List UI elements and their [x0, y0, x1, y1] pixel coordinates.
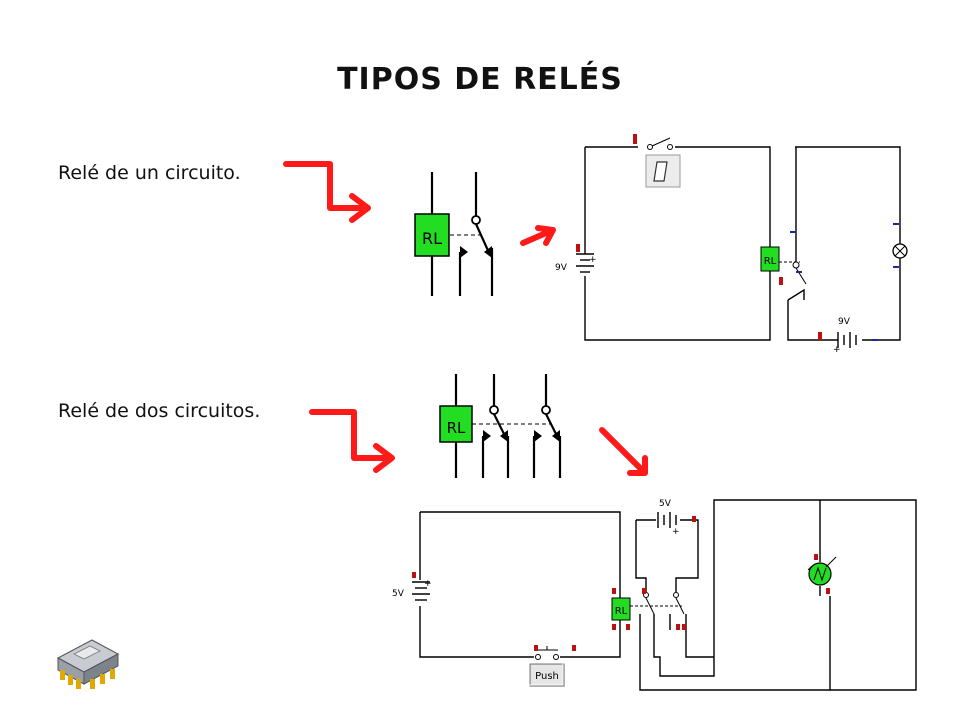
relay-coil-1: RL [760, 246, 780, 272]
svg-text:Push: Push [535, 671, 559, 682]
circuit-double-left: + 5V Push RL [392, 511, 631, 687]
circuit-double-right [807, 500, 837, 596]
svg-text:5V: 5V [392, 589, 405, 599]
push-button[interactable]: Push [528, 662, 565, 687]
svg-text:RL: RL [447, 419, 466, 437]
battery-9v-left: + 9V [555, 244, 597, 273]
svg-text:9V: 9V [555, 263, 568, 273]
ldr-icon [807, 556, 837, 586]
relay-symbol-single: RL [414, 172, 494, 296]
caption-double-relay: Relé de dos circuitos. [58, 400, 261, 422]
caption-single-relay: Relé de un circuito. [58, 162, 241, 184]
circuit-double-middle: 5V + [626, 499, 917, 691]
circuit-single-right: 9V + [779, 146, 908, 355]
svg-text:RL: RL [615, 606, 628, 617]
arrow-relay-to-circuit-2 [599, 427, 648, 476]
battery-9v-right: 9V + [818, 317, 878, 355]
svg-text:9V: 9V [838, 317, 851, 327]
relay-symbol-double: RL [439, 374, 562, 478]
relay-coil-2: RL [611, 597, 631, 621]
microchip-icon [56, 639, 120, 689]
arrow-caption-to-relay-1 [283, 161, 371, 223]
page-title: TIPOS DE RELÉS [337, 62, 623, 97]
svg-text:+: + [672, 527, 680, 537]
svg-text:+: + [424, 579, 432, 589]
battery-5v-top: 5V + [657, 499, 696, 537]
circuit-single-left: + 9V RL [555, 134, 780, 341]
arrow-relay-to-circuit-1 [520, 225, 556, 246]
battery-5v-left: + 5V [392, 572, 432, 601]
relay-label: RL [422, 229, 442, 248]
svg-text:5V: 5V [659, 499, 672, 509]
switch-icon[interactable] [645, 154, 681, 188]
arrow-caption-to-relay-2 [309, 409, 395, 473]
svg-text:+: + [833, 345, 841, 355]
svg-text:+: + [589, 255, 597, 265]
svg-text:RL: RL [764, 256, 777, 267]
lamp-icon [892, 243, 908, 259]
